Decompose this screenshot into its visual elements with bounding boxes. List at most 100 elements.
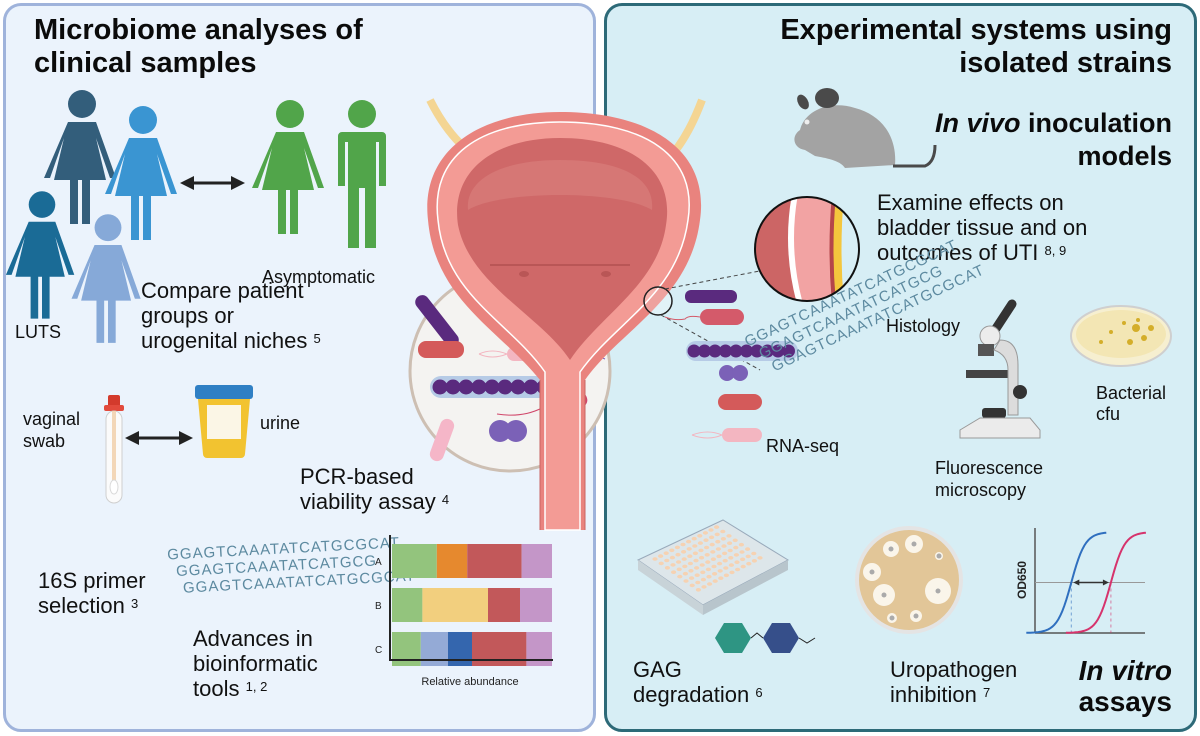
urine-cup-icon xyxy=(195,385,253,458)
invivo-line2: models xyxy=(1077,141,1172,171)
left-title-line1: Microbiome analyses of xyxy=(34,14,363,46)
left-title-line2: clinical samples xyxy=(34,47,257,79)
invivo-line1: In vivo inoculation xyxy=(934,108,1172,138)
uropathogen-text: Uropathogen inhibition 7 xyxy=(890,657,1017,707)
left-panel-title: Microbiome analyses of clinical samples xyxy=(34,14,363,80)
bioinformatic-text: Advances in bioinformatic tools 1, 2 xyxy=(193,626,318,701)
ref-5: 5 xyxy=(313,331,321,346)
uropathogen-line2: inhibition 7 xyxy=(890,682,991,707)
treated-curve xyxy=(1065,531,1146,634)
bar-segment-A-taxon-green xyxy=(392,544,437,578)
vaginal-swab-label: vaginal swab xyxy=(23,408,80,452)
in-vivo-title: In vivo inoculation models xyxy=(935,107,1172,173)
gag-molecule-icon xyxy=(715,623,816,653)
coccus xyxy=(484,379,500,395)
histology-label: Histology xyxy=(886,316,961,336)
control-curve xyxy=(1026,531,1107,634)
compare-line3: urogenital niches 5 xyxy=(141,328,321,353)
bladder-tissue-magnified-icon xyxy=(754,196,860,302)
microscope-icon xyxy=(959,299,1041,439)
coccus xyxy=(687,344,701,358)
bar-segment-B-taxon-green xyxy=(392,588,423,622)
right-title-line1: Experimental systems using xyxy=(780,14,1172,46)
swab-tube-icon xyxy=(104,395,124,504)
compare-text: Compare patient groups or urogenital nic… xyxy=(141,278,321,353)
coccus xyxy=(698,344,711,358)
pcr-line2: viability assay 4 xyxy=(300,489,450,514)
coccus xyxy=(708,344,722,358)
ref-4: 4 xyxy=(441,492,450,507)
primer-line2: selection 3 xyxy=(38,593,139,618)
coccus xyxy=(523,379,539,395)
gag-text: GAG degradation 6 xyxy=(633,657,763,707)
compare-line2: groups or xyxy=(141,303,234,328)
bar-segment-A-taxon-purple xyxy=(521,544,552,578)
pcr-line1: PCR-based xyxy=(300,464,414,489)
mouse-icon xyxy=(794,88,937,168)
bladder-illustration xyxy=(426,98,766,531)
ref-6: 6 xyxy=(755,685,763,700)
asymptomatic-label: Asymptomatic xyxy=(262,267,376,287)
coccus xyxy=(510,379,526,395)
growth-y-label: OD650 xyxy=(1015,561,1029,599)
relative-abundance-chart: Relative abundance ABC xyxy=(375,535,553,688)
category-label-B: B xyxy=(375,601,382,612)
in-vitro-title: In vitro assays xyxy=(1079,655,1172,717)
control-woman xyxy=(252,100,324,234)
coccus xyxy=(782,344,795,358)
isolated-strains-icons xyxy=(664,290,798,442)
examine-line2: bladder tissue and on xyxy=(877,215,1088,240)
gag-line1: GAG xyxy=(633,657,682,682)
coccus xyxy=(740,344,753,358)
ref-1-2: 1, 2 xyxy=(245,679,268,694)
bar-segment-B-taxon-yellow xyxy=(422,588,488,622)
swab-line1: vaginal xyxy=(23,409,81,429)
swab-line2: swab xyxy=(23,431,66,451)
coccus xyxy=(497,379,513,395)
compare-line1: Compare patient xyxy=(141,278,304,303)
bar-segment-B-taxon-purple xyxy=(520,588,552,622)
right-panel-title: Experimental systems using isolated stra… xyxy=(780,14,1172,80)
coccus xyxy=(471,379,487,395)
category-label-A: A xyxy=(375,557,382,568)
bacterial-line1: Bacterial xyxy=(1096,383,1167,403)
invitro-line2: assays xyxy=(1078,686,1172,717)
bacterial-cfu-label: Bacterial cfu xyxy=(1096,383,1166,425)
ref-3: 3 xyxy=(130,596,139,611)
examine-line3: outcomes of UTI 8, 9 xyxy=(877,240,1067,265)
urine-label: urine xyxy=(260,413,301,433)
invitro-line1: In vitro xyxy=(1078,655,1172,686)
petri-dish-cfu-icon xyxy=(1070,305,1172,367)
coccus xyxy=(729,344,743,358)
coccus xyxy=(750,344,764,358)
bioinfo-line2: bioinformatic xyxy=(193,651,318,676)
coccus xyxy=(761,344,774,358)
bar-segment-A-taxon-orange xyxy=(436,544,468,578)
primer-line1: 16S primer xyxy=(38,568,146,593)
examine-text: Examine effects on bladder tissue and on… xyxy=(877,190,1087,265)
coccus xyxy=(458,379,474,395)
coccus xyxy=(432,379,448,395)
coccus xyxy=(771,344,785,358)
bar-segment-B-taxon-red xyxy=(488,588,520,622)
bioinfo-line1: Advances in xyxy=(193,626,313,651)
category-label-C: C xyxy=(375,645,382,656)
coccus xyxy=(719,344,732,358)
pcr-text: PCR-based viability assay 4 xyxy=(300,464,449,514)
rnaseq-label: RNA-seq xyxy=(766,436,840,456)
fluorescence-line1: Fluorescence xyxy=(935,458,1044,478)
control-man xyxy=(338,100,386,248)
sample-compare-arrow-icon xyxy=(125,431,193,445)
right-title-line2: isolated strains xyxy=(959,47,1172,79)
compare-arrow-icon xyxy=(180,176,245,190)
sample-icons xyxy=(104,385,253,504)
growth-curve-chart: OD650 xyxy=(1015,528,1146,634)
patient-woman-3 xyxy=(5,191,75,319)
bar-segment-A-taxon-red xyxy=(467,544,522,578)
inhibition-plate-icon xyxy=(855,526,963,634)
primer-text: 16S primer selection 3 xyxy=(38,568,146,618)
coccus xyxy=(445,379,461,395)
fluorescence-label: Fluorescence microscopy xyxy=(935,457,1043,501)
ref-8-9: 8, 9 xyxy=(1044,243,1067,258)
people-icons xyxy=(5,90,386,343)
